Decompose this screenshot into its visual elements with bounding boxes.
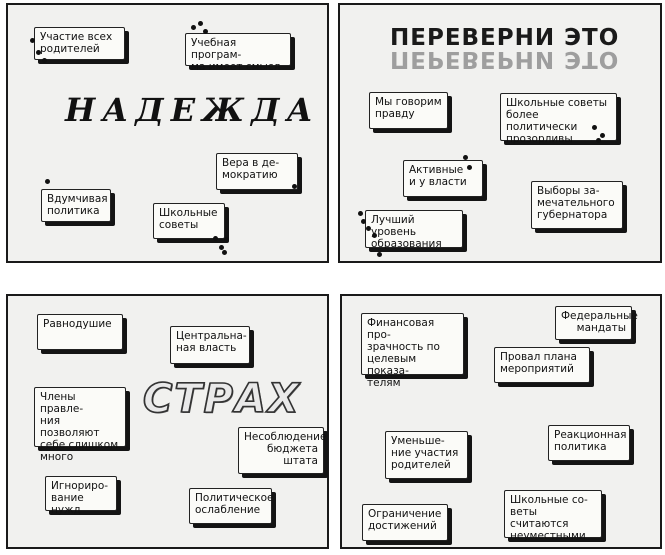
card-plan-failure: Провал плана мероприятий xyxy=(494,347,590,383)
card-ignoring-needs: Игнориро- вание нужд xyxy=(45,476,117,516)
card-central-power: Центральна- ная власть xyxy=(170,326,250,364)
panel-title-flip: ПЕРЕВЕРНИ ЭТО xyxy=(390,25,620,51)
card-school-councils: Школьные советы xyxy=(153,203,225,239)
card-label: Политическое ослабление xyxy=(195,492,274,516)
card-tell-truth: Мы говорим правду xyxy=(369,92,448,129)
pin-dot xyxy=(463,155,468,160)
pin-dot xyxy=(372,233,377,238)
card-label: Несоблюдение бюджета штата xyxy=(244,431,327,467)
panel-threats: Финансовая про- зрачность по целевым пок… xyxy=(340,294,662,549)
card-label: Равнодушие xyxy=(43,318,112,330)
card-faith-democracy: Вера в де- мократию xyxy=(216,153,298,190)
pin-dot xyxy=(198,21,203,26)
pin-dot xyxy=(203,29,208,34)
card-label: Школьные советы xyxy=(159,207,218,231)
pin-dot xyxy=(592,125,597,130)
card-label: Выборы за- мечательного губернатора xyxy=(537,185,615,221)
card-label: Вдумчивая политика xyxy=(47,193,108,217)
card-label: Ограничение достижений xyxy=(368,508,442,532)
card-apathy: Равнодушие xyxy=(37,314,123,350)
card-label: Школьные со- веты считаются неуместными xyxy=(510,494,588,542)
pin-dot xyxy=(36,50,41,55)
card-reactionary-policy: Реакционная политика xyxy=(548,425,630,461)
pin-dot xyxy=(366,226,371,231)
card-label: Федеральные мандаты xyxy=(561,310,638,334)
pin-dot xyxy=(213,236,218,241)
pin-dot xyxy=(191,25,196,30)
card-budget-noncompliance: Несоблюдение бюджета штата xyxy=(238,427,327,474)
card-label: Финансовая про- зрачность по целевым пок… xyxy=(367,317,440,389)
panel-title-hope: НАДЕЖДА xyxy=(65,91,320,129)
card-education-level: Лучший уровень образования xyxy=(365,210,463,250)
pin-dot xyxy=(42,58,47,63)
card-achievement-limits: Ограничение достижений xyxy=(362,504,448,541)
card-political-weakening: Политическое ослабление xyxy=(189,488,274,524)
pin-dot xyxy=(45,179,50,184)
pin-dot xyxy=(600,133,605,138)
pin-dot xyxy=(467,165,472,170)
panel-title-flip-reflection: ПЕРЕВЕРНИ ЭТО xyxy=(390,46,620,72)
pin-dot xyxy=(30,38,35,43)
card-councils-inappropriate: Школьные со- веты считаются неуместными xyxy=(504,490,602,542)
card-parent-participation-decline: Уменьше- ние участия родителей xyxy=(385,431,468,479)
pin-dot xyxy=(358,211,363,216)
card-thoughtful-policy: Вдумчивая политика xyxy=(41,189,111,222)
pin-dot xyxy=(361,219,366,224)
card-label: Участие всех родителей xyxy=(40,31,113,55)
panel-hope: НАДЕЖДА Участие всех родителей Учебная п… xyxy=(6,3,329,263)
panel-fear: СТРАХ Равнодушие Центральна- ная власть … xyxy=(6,294,329,549)
pin-dot xyxy=(377,252,382,257)
card-program-meaning: Учебная програм- ма имеет смысл xyxy=(185,33,291,73)
panel-flip: ПЕРЕВЕРНИ ЭТО ПЕРЕВЕРНИ ЭТО Мы говорим п… xyxy=(338,3,662,263)
pin-dot xyxy=(596,138,601,143)
pin-dot xyxy=(224,237,229,242)
card-councils-wise: Школьные советы более политически прозор… xyxy=(500,93,617,145)
pin-dot xyxy=(219,245,224,250)
card-label: Игнориро- вание нужд xyxy=(51,480,109,516)
card-financial-transparency: Финансовая про- зрачность по целевым пок… xyxy=(361,313,464,389)
card-label: Школьные советы более политически прозор… xyxy=(506,97,608,145)
card-label: Учебная програм- ма имеет смысл xyxy=(191,37,281,73)
card-parents-participation: Участие всех родителей xyxy=(34,27,125,60)
panel-title-fear: СТРАХ xyxy=(142,375,301,423)
card-label: Центральна- ная власть xyxy=(176,330,247,354)
card-label: Лучший уровень образования xyxy=(371,214,442,250)
card-label: Провал плана мероприятий xyxy=(500,351,577,375)
card-label: Реакционная политика xyxy=(554,429,627,453)
card-governor-elections: Выборы за- мечательного губернатора xyxy=(531,181,623,229)
pin-dot xyxy=(292,184,297,189)
card-label: Члены правле- ния позволяют себе слишком… xyxy=(40,391,119,463)
pin-dot xyxy=(222,250,227,255)
card-federal-mandates: Федеральные мандаты xyxy=(555,306,638,340)
card-label: Уменьше- ние участия родителей xyxy=(391,435,459,471)
card-label: Мы говорим правду xyxy=(375,96,442,120)
card-label: Вера в де- мократию xyxy=(222,157,280,181)
card-board-members: Члены правле- ния позволяют себе слишком… xyxy=(34,387,126,463)
card-label: Активные и у власти xyxy=(409,164,467,188)
